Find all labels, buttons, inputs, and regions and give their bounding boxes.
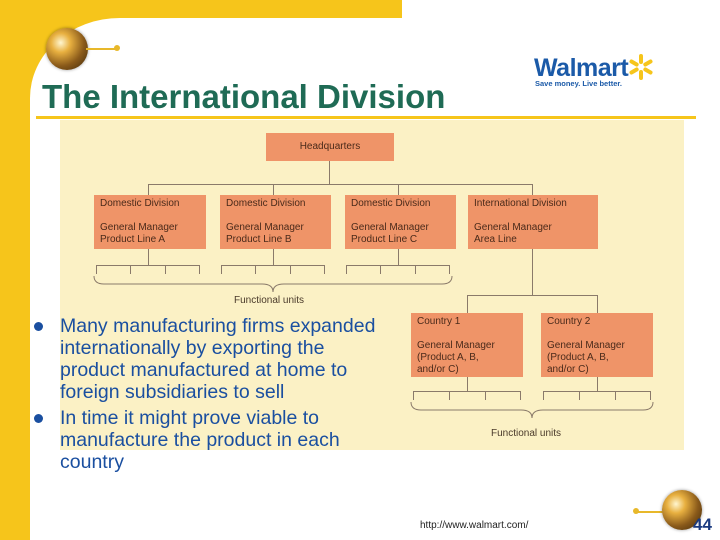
- bullet-marker: [34, 414, 43, 423]
- functional-unit-tick: [290, 265, 291, 274]
- connector: [148, 184, 149, 195]
- functional-unit-tick: [449, 265, 450, 274]
- country-products: (Product A, B,: [417, 352, 479, 363]
- country-title: Country 1: [417, 316, 461, 327]
- functional-unit-tick: [415, 265, 416, 274]
- connector: [532, 249, 533, 295]
- functional-unit-tick: [130, 265, 131, 274]
- country-manager: General Manager: [417, 340, 495, 351]
- connector: [273, 184, 274, 195]
- page-title: The International Division: [42, 78, 446, 115]
- connector: [467, 377, 468, 391]
- decorative-line: [638, 511, 664, 513]
- functional-unit-tick: [96, 265, 97, 274]
- bullet-list: Many manufacturing firms expanded intern…: [32, 315, 392, 477]
- source-url[interactable]: http://www.walmart.com/: [420, 520, 529, 531]
- bullet-marker: [34, 322, 43, 331]
- functional-unit-tick: [579, 391, 580, 400]
- country-title: Country 2: [547, 316, 591, 327]
- division-manager: General Manager: [226, 222, 304, 233]
- walmart-tagline: Save money. Live better.: [535, 79, 622, 88]
- headquarters-box: Headquarters: [266, 133, 394, 161]
- headquarters-label: Headquarters: [299, 141, 361, 152]
- division-line: Product Line B: [226, 234, 292, 245]
- division-box-domestic-a: Domestic Division General Manager Produc…: [94, 195, 206, 249]
- bullet-text: Many manufacturing firms expanded intern…: [60, 315, 376, 403]
- functional-units-label: Functional units: [234, 295, 305, 306]
- functional-units-label: Functional units: [491, 428, 562, 439]
- connector: [597, 295, 598, 313]
- functional-units-brace: [410, 402, 654, 419]
- walmart-wordmark: Walmart: [534, 54, 629, 82]
- connector: [467, 295, 468, 313]
- division-box-international: International Division General Manager A…: [468, 195, 598, 249]
- functional-unit-bar: [413, 391, 521, 392]
- division-box-domestic-b: Domestic Division General Manager Produc…: [220, 195, 331, 249]
- bullet-item: Many manufacturing firms expanded intern…: [32, 315, 392, 403]
- division-title: Domestic Division: [351, 198, 431, 209]
- division-manager: General Manager: [474, 222, 552, 233]
- functional-unit-tick: [520, 391, 521, 400]
- country-products: (Product A, B,: [547, 352, 609, 363]
- country-manager: General Manager: [547, 340, 625, 351]
- connector: [532, 184, 533, 195]
- connector: [398, 184, 399, 195]
- connector: [329, 161, 330, 184]
- division-line: Area Line: [474, 234, 517, 245]
- functional-unit-tick: [449, 391, 450, 400]
- decorative-dot: [633, 508, 639, 514]
- frame-left-bar: [0, 0, 30, 540]
- globe-icon: [662, 490, 702, 530]
- functional-unit-bar: [221, 265, 325, 266]
- walmart-spark-icon: [629, 54, 653, 80]
- functional-unit-bar: [96, 265, 200, 266]
- frame-top-bar: [0, 0, 402, 18]
- decorative-line: [86, 48, 116, 50]
- division-box-domestic-c: Domestic Division General Manager Produc…: [345, 195, 456, 249]
- connector: [467, 295, 598, 296]
- functional-unit-tick: [221, 265, 222, 274]
- division-line: Product Line A: [100, 234, 166, 245]
- division-title: International Division: [474, 198, 567, 209]
- bullet-text: In time it might prove viable to manufac…: [60, 407, 340, 473]
- functional-unit-bar: [346, 265, 450, 266]
- division-line: Product Line C: [351, 234, 418, 245]
- country-box-1: Country 1 General Manager (Product A, B,…: [411, 313, 523, 377]
- org-chart-panel: [60, 120, 684, 450]
- functional-unit-tick: [543, 391, 544, 400]
- globe-icon: [46, 28, 88, 70]
- functional-unit-tick: [255, 265, 256, 274]
- functional-unit-tick: [413, 391, 414, 400]
- division-title: Domestic Division: [226, 198, 306, 209]
- functional-unit-tick: [650, 391, 651, 400]
- functional-units-brace: [93, 276, 453, 293]
- division-manager: General Manager: [100, 222, 178, 233]
- country-products-cont: and/or C): [417, 364, 459, 375]
- functional-unit-tick: [380, 265, 381, 274]
- country-box-2: Country 2 General Manager (Product A, B,…: [541, 313, 653, 377]
- connector: [398, 249, 399, 265]
- connector: [273, 249, 274, 265]
- connector: [148, 249, 149, 265]
- bullet-item: In time it might prove viable to manufac…: [32, 407, 392, 473]
- title-underline: [36, 116, 696, 119]
- connector: [597, 377, 598, 391]
- decorative-dot: [114, 45, 120, 51]
- page-number: 44: [693, 515, 712, 534]
- country-products-cont: and/or C): [547, 364, 589, 375]
- functional-unit-tick: [324, 265, 325, 274]
- division-manager: General Manager: [351, 222, 429, 233]
- functional-unit-tick: [485, 391, 486, 400]
- division-title: Domestic Division: [100, 198, 180, 209]
- functional-unit-tick: [165, 265, 166, 274]
- functional-unit-tick: [199, 265, 200, 274]
- connector: [148, 184, 532, 185]
- functional-unit-tick: [615, 391, 616, 400]
- functional-unit-tick: [346, 265, 347, 274]
- functional-unit-bar: [543, 391, 651, 392]
